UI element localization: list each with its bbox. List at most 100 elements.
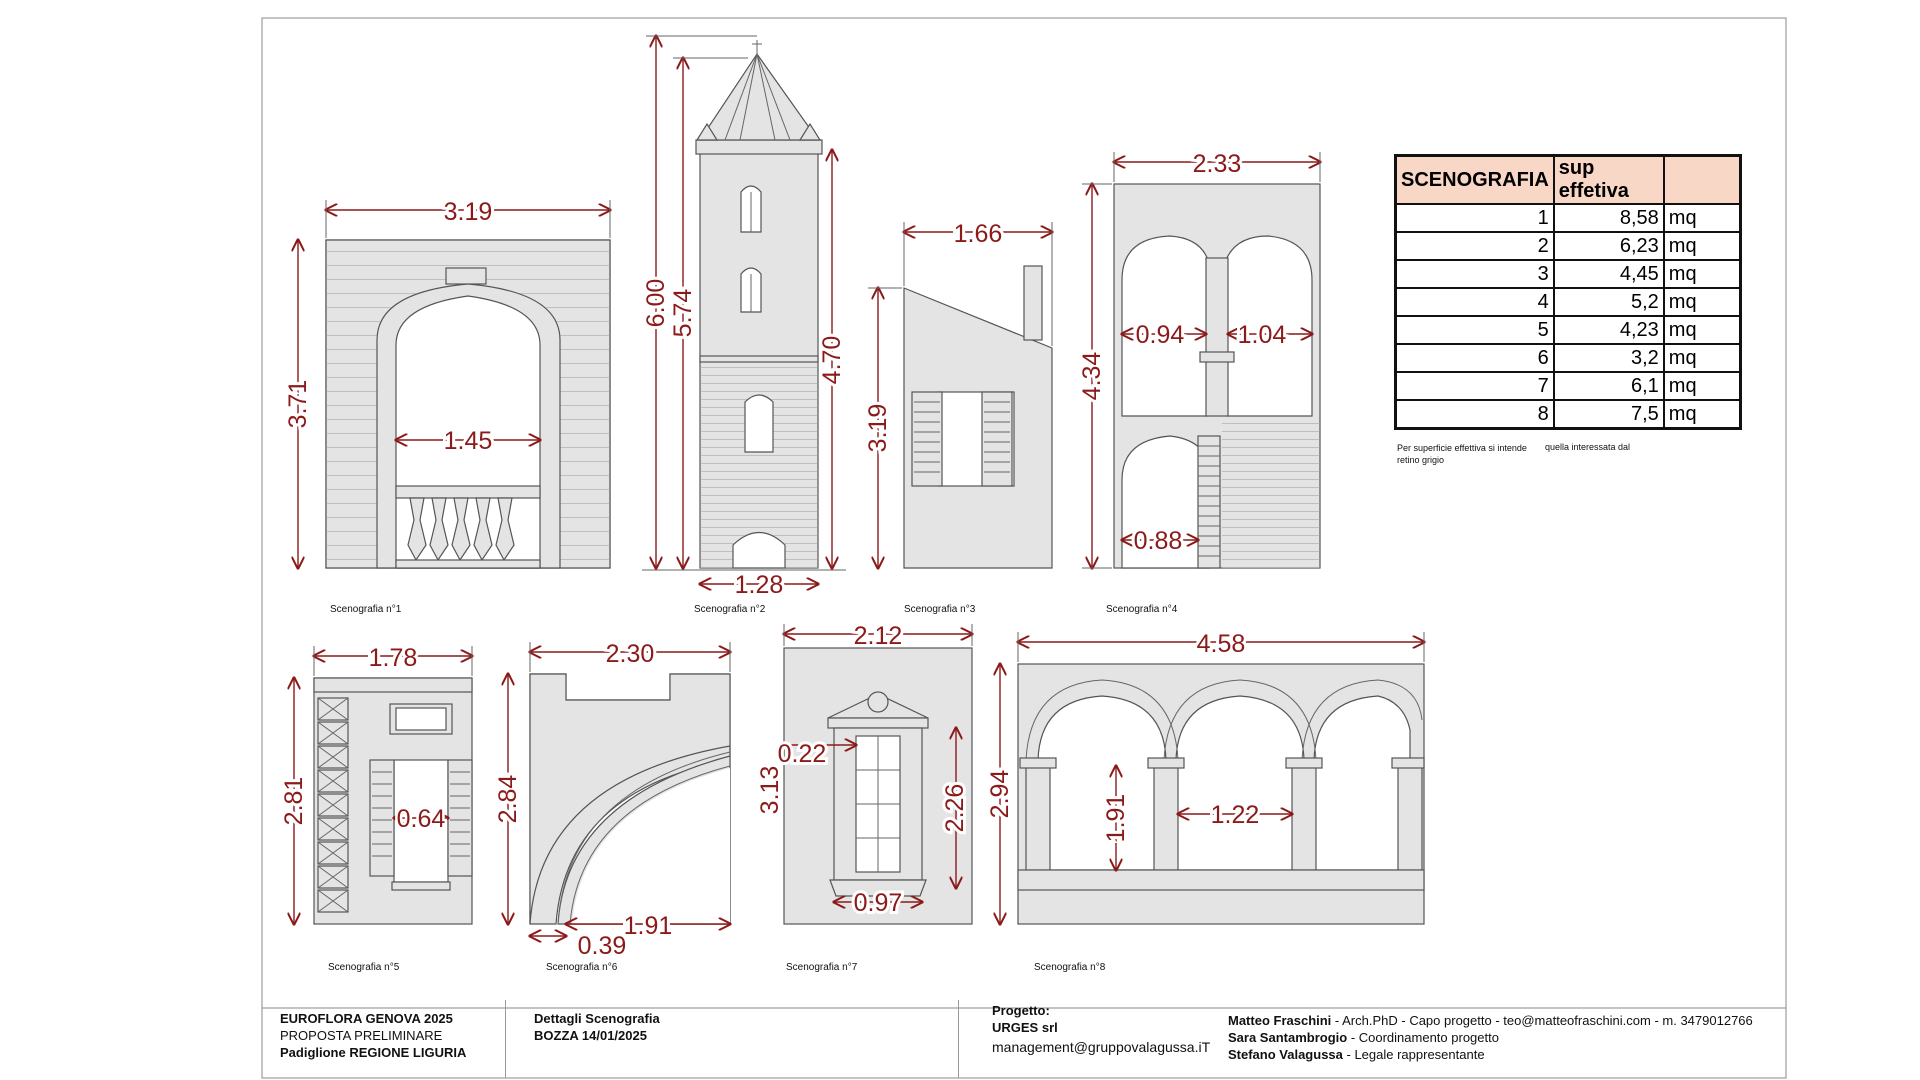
- row-value: 7,5: [1552, 399, 1665, 430]
- footer-pavilion: Padiglione REGIONE LIGURIA: [280, 1045, 467, 1060]
- row-unit: mq: [1662, 399, 1742, 430]
- row-number: 2: [1394, 231, 1555, 261]
- s2-tower-label: 5.74: [669, 289, 697, 338]
- s7-height-label: 3.13: [756, 766, 784, 815]
- scenografia-6: 2.30 2.84 0.39 1.91 Scenografia n°6: [491, 637, 730, 973]
- s5-width-label: 1.78: [369, 644, 418, 672]
- s8-width-label: 4.58: [1197, 630, 1246, 658]
- caption-7: Scenografia n°7: [786, 962, 858, 973]
- table-header-scenografia: SCENOGRAFIA: [1394, 154, 1555, 205]
- footer-person-name: Sara Santambrogio: [1228, 1030, 1348, 1045]
- scenografia-1: 3.19 3.71 1.45 Scenografia n°1: [281, 195, 610, 615]
- footer-people-block: Matteo Fraschini - Arch.PhD - Capo proge…: [1228, 1012, 1753, 1063]
- row-unit: mq: [1662, 203, 1742, 233]
- s6-height-label: 2.84: [494, 775, 522, 824]
- row-value: 3,2: [1552, 343, 1665, 373]
- table-header-sup: sup effetiva: [1552, 154, 1665, 205]
- scenografia-5: 1.78 2.81 0.64 Scenografia n°5: [277, 641, 472, 973]
- s3-height-label: 3.19: [864, 404, 892, 453]
- sheet-border: [261, 17, 1787, 1079]
- caption-6: Scenografia n°6: [546, 962, 618, 973]
- footer-project-label: Progetto:: [992, 1003, 1050, 1018]
- row-value: 5,2: [1552, 287, 1665, 317]
- table-note-right: quella interessata dal: [1545, 442, 1631, 452]
- s4-right-arch-label: 1.04: [1238, 321, 1287, 349]
- caption-2: Scenografia n°2: [694, 604, 766, 615]
- s6-opening-label: 1.91: [624, 912, 673, 940]
- s6-jamb-label: 0.39: [578, 932, 627, 960]
- footer-separator-1: [505, 1000, 506, 1078]
- footer-person-role: - Coordinamento progetto: [1347, 1030, 1499, 1045]
- s2-total-label: 6.00: [642, 279, 670, 328]
- s1-height-label: 3.71: [284, 380, 312, 429]
- caption-8: Scenografia n°8: [1034, 962, 1106, 973]
- scenografia-7: 2.12 3.13 0.22 2.26 0.97 Scenografia n°7: [753, 619, 972, 973]
- row-value: 4,45: [1552, 259, 1665, 289]
- footer-person-name: Matteo Fraschini: [1228, 1013, 1332, 1028]
- s5-window-label: 0.64: [397, 805, 446, 833]
- row-number: 5: [1394, 315, 1555, 345]
- s1-width-label: 3.19: [444, 198, 493, 226]
- row-number: 7: [1394, 371, 1555, 401]
- footer-draft: BOZZA 14/01/2025: [534, 1028, 647, 1043]
- row-number: 4: [1394, 287, 1555, 317]
- footer-person-name: Stefano Valagussa: [1228, 1047, 1343, 1062]
- footer-event: EUROFLORA GENOVA 2025: [280, 1011, 453, 1026]
- row-number: 3: [1394, 259, 1555, 289]
- table-note-left: Per superficie effettiva si intende reti…: [1397, 443, 1527, 465]
- s4-left-arch-label: 0.94: [1136, 321, 1185, 349]
- caption-4: Scenografia n°4: [1106, 604, 1178, 615]
- caption-3: Scenografia n°3: [904, 604, 976, 615]
- s2-body-label: 4.70: [818, 336, 846, 385]
- row-unit: mq: [1662, 315, 1742, 345]
- caption-1: Scenografia n°1: [330, 604, 402, 615]
- s4-lower-label: 0.88: [1134, 527, 1183, 555]
- s6-width-label: 2.30: [606, 640, 655, 668]
- scenografia-2: 6.00 5.74 4.70 1.28 Scenografia n°2: [639, 36, 849, 615]
- row-unit: mq: [1662, 343, 1742, 373]
- footer-email[interactable]: management@gruppovalagussa.iT: [992, 1039, 1211, 1055]
- row-value: 6,1: [1552, 371, 1665, 401]
- footer-details-block: Dettagli Scenografia BOZZA 14/01/2025: [534, 1010, 660, 1044]
- scenografia-8: 4.58 2.94 1.91 1.22 Scenografia n°8: [983, 627, 1424, 973]
- footer-person-role: - Arch.PhD - Capo progetto - teo@matteof…: [1331, 1013, 1753, 1028]
- s2-base-label: 1.28: [735, 571, 784, 599]
- row-unit: mq: [1662, 259, 1742, 289]
- footer-project-block: Progetto: URGES srl management@gruppoval…: [992, 1002, 1210, 1056]
- footer-event-block: EUROFLORA GENOVA 2025 PROPOSTA PRELIMINA…: [280, 1010, 466, 1061]
- s7-window-h-label: 2.26: [941, 784, 969, 833]
- row-value: 4,23: [1552, 315, 1665, 345]
- table-header-unit: [1662, 154, 1742, 205]
- scenografia-3: 1.66 3.19 Scenografia n°3: [861, 217, 1052, 615]
- s1-opening-label: 1.45: [444, 427, 493, 455]
- footer-person-role: - Legale rappresentante: [1342, 1047, 1485, 1062]
- s4-height-label: 4.34: [1078, 352, 1106, 401]
- footer-separator-2: [958, 1000, 959, 1078]
- caption-5: Scenografia n°5: [328, 962, 400, 973]
- footer-proposal: PROPOSTA PRELIMINARE: [280, 1028, 443, 1043]
- row-unit: mq: [1662, 287, 1742, 317]
- row-number: 1: [1394, 203, 1555, 233]
- s7-window-w-label: 0.97: [854, 889, 903, 917]
- footer-details: Dettagli Scenografia: [534, 1011, 660, 1026]
- row-unit: mq: [1662, 231, 1742, 261]
- s5-height-label: 2.81: [280, 777, 308, 826]
- s8-col-h-label: 1.91: [1102, 794, 1130, 843]
- row-unit: mq: [1662, 371, 1742, 401]
- row-number: 8: [1394, 399, 1555, 430]
- table-header-row: SCENOGRAFIA sup effetiva: [1394, 154, 1742, 205]
- row-number: 6: [1394, 343, 1555, 373]
- s7-width-label: 2.12: [854, 622, 903, 650]
- footer-company: URGES srl: [992, 1020, 1058, 1035]
- s3-width-label: 1.66: [954, 220, 1003, 248]
- scenografia-4: 2.33 4.34 0.94 1.04 0.88 Scenografia n°4: [1075, 147, 1320, 615]
